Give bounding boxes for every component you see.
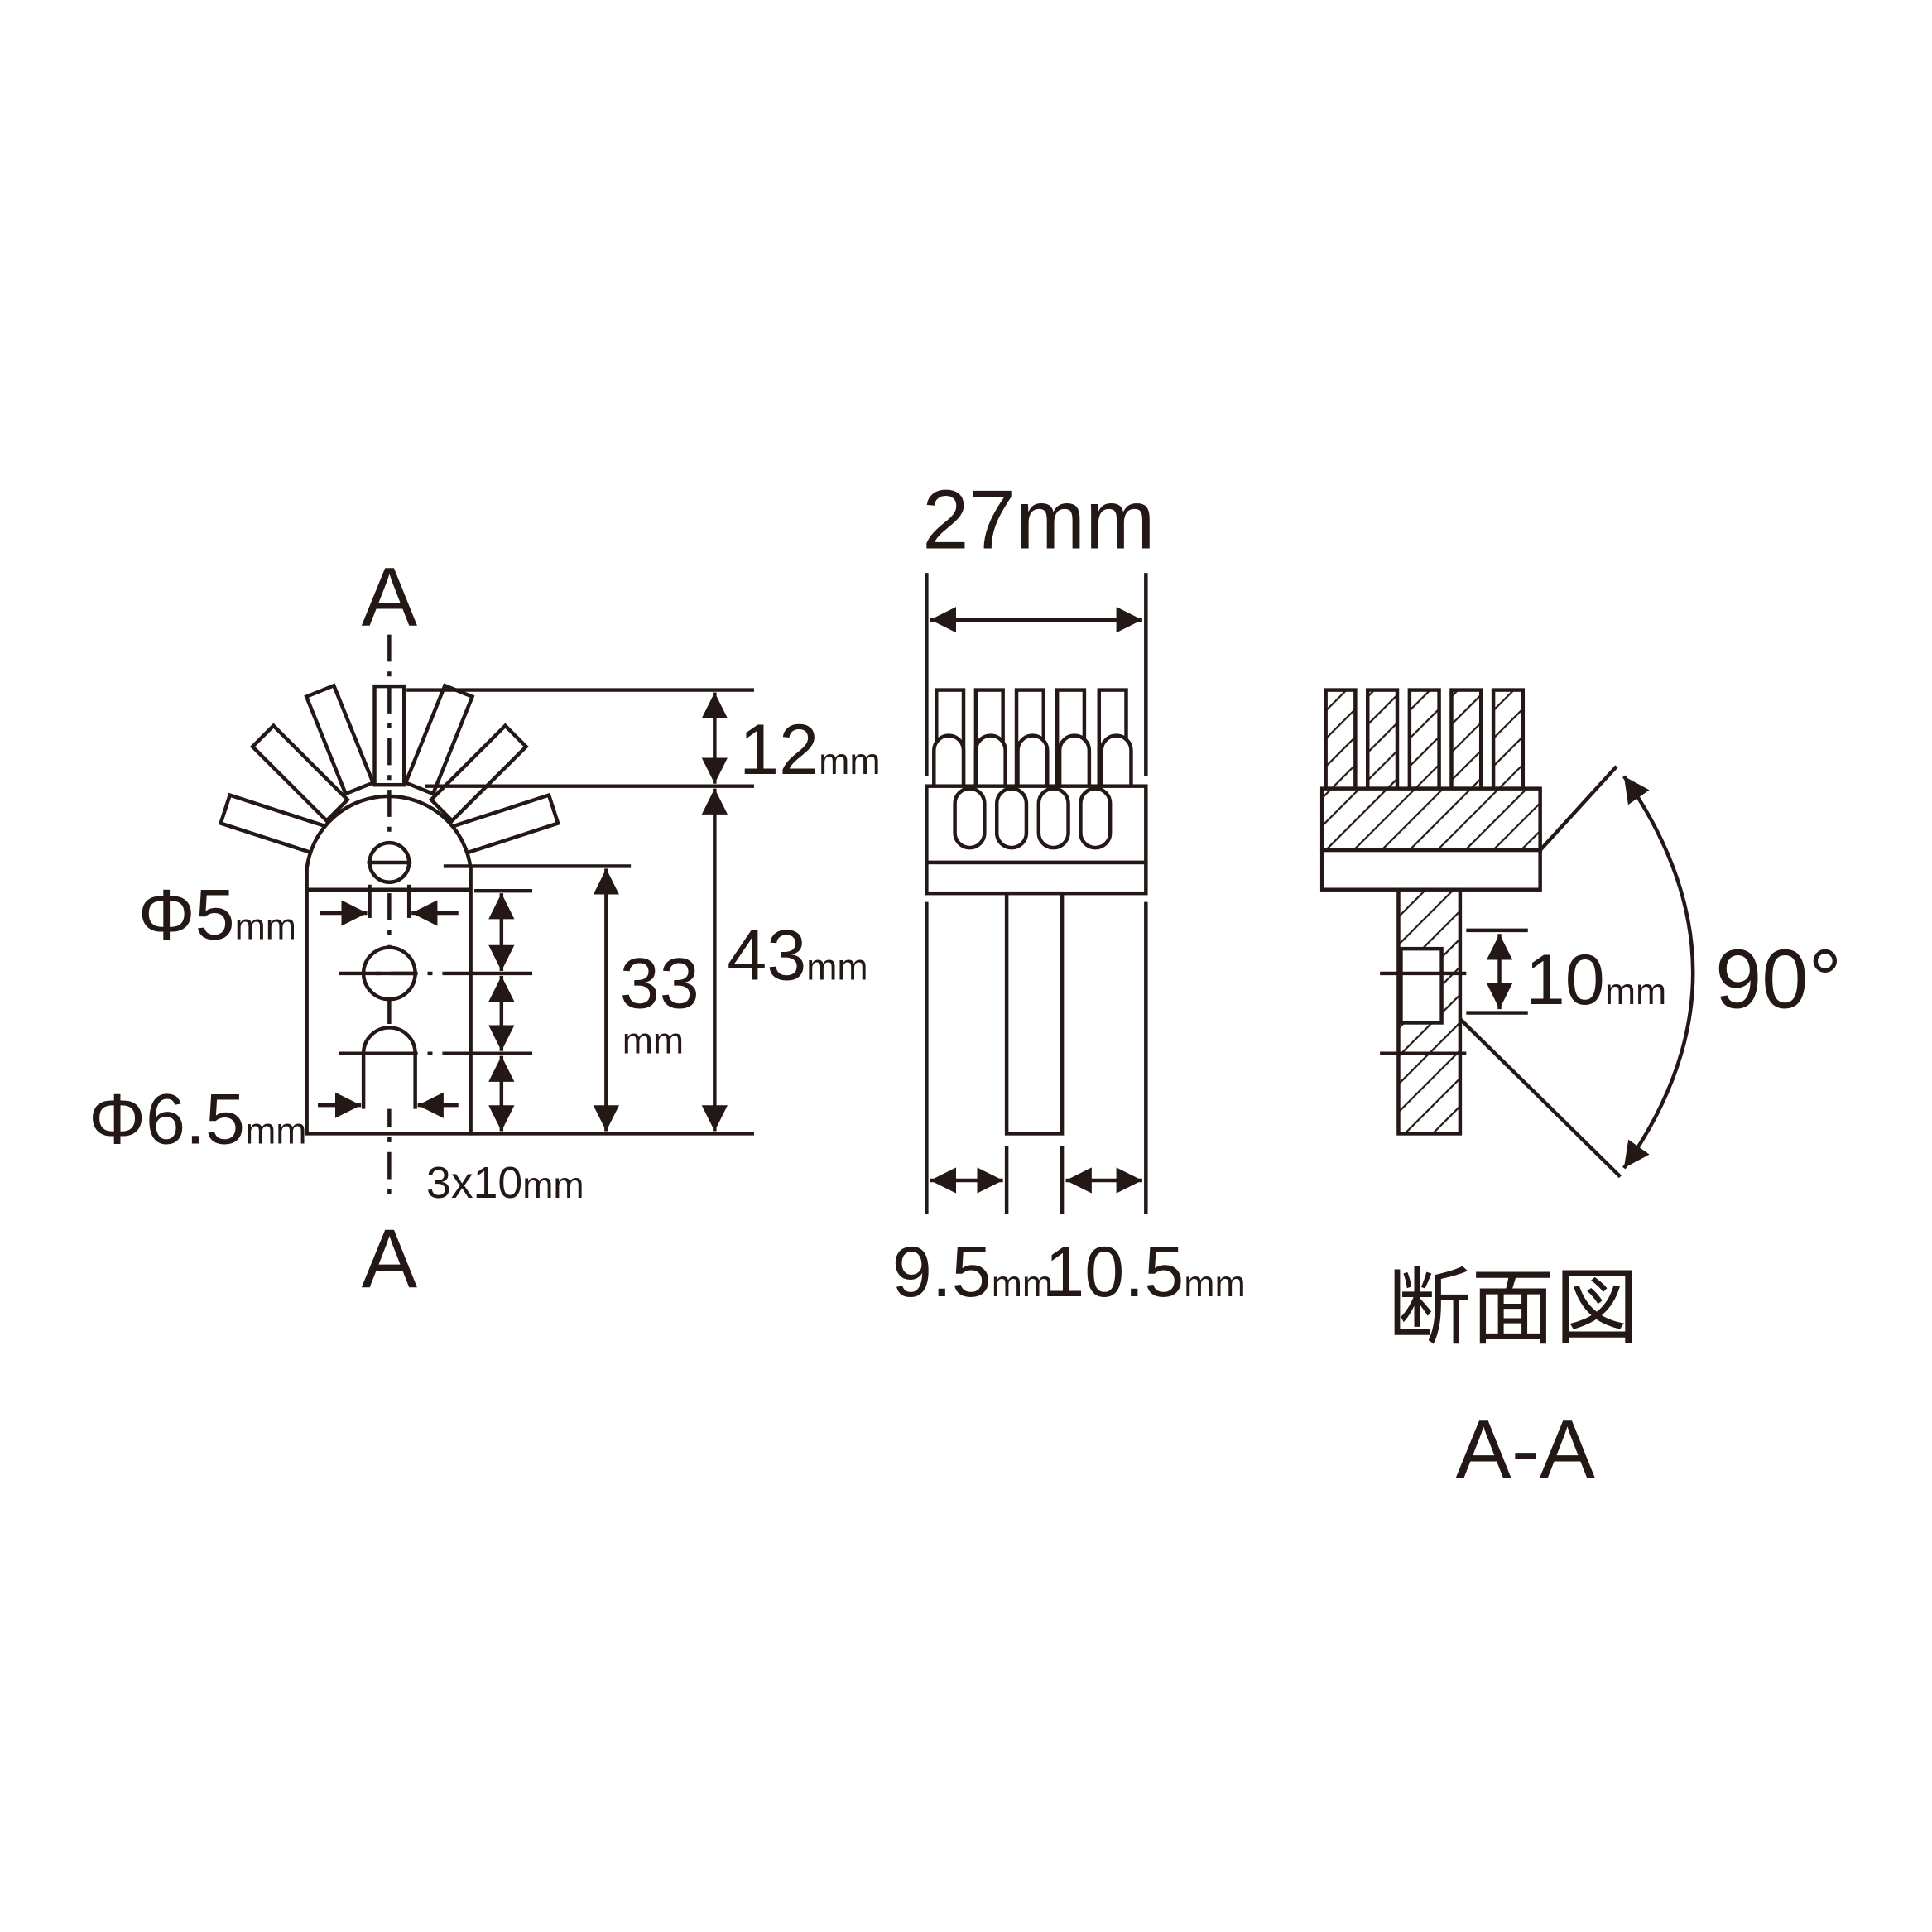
bristle-fan <box>218 683 560 858</box>
angle-label: 90° <box>1715 933 1842 1026</box>
dim-small-hole: Φ5mm <box>138 875 296 954</box>
section-bristles <box>1324 688 1526 791</box>
section-mark-bottom: A <box>362 1213 418 1306</box>
stem <box>1004 891 1065 1136</box>
dim-total-height: 43mm <box>727 916 867 995</box>
dim-offset: 10mm <box>1526 940 1666 1020</box>
front-tufts <box>953 786 1113 850</box>
side-view: 27mm 9.5mm 10.5mm <box>892 473 1246 1312</box>
base-plate <box>925 860 1148 896</box>
slot-hole <box>361 1026 417 1109</box>
angle-arc <box>1622 775 1695 1170</box>
section-plate <box>1319 848 1542 892</box>
dim-width: 27mm <box>922 473 1155 566</box>
dim-hole-pitch: 3x10mm <box>426 1158 584 1208</box>
dim-hole-span-unit: mm <box>622 1021 684 1062</box>
dim-left: 9.5mm <box>892 1233 1053 1312</box>
dim-large-hole: Φ6.5mm <box>89 1079 306 1159</box>
section-subtitle: A-A <box>1455 1403 1595 1497</box>
dim-bristle-height: 12mm <box>739 710 880 790</box>
dim-right: 10.5mm <box>1045 1233 1245 1312</box>
section-view: 10mm 90° 断面図 A-A <box>1319 688 1842 1497</box>
dim-hole-span: 33 <box>620 944 699 1024</box>
section-mark-top: A <box>362 550 418 644</box>
section-title: 断面図 <box>1387 1262 1639 1355</box>
front-view: A A 12mm 43mm 33 mm Φ5mm Φ6.5mm 3x10mm <box>89 550 880 1305</box>
section-head <box>1319 786 1542 853</box>
